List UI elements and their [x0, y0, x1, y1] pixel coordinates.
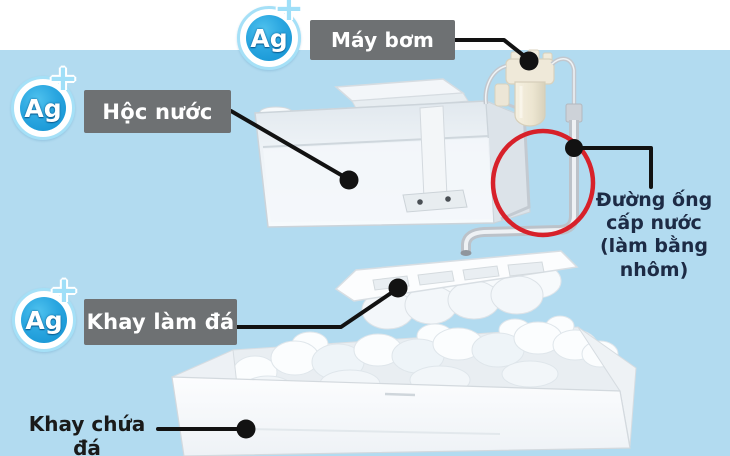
highlight-circle [490, 128, 596, 238]
ag-plus-badge-tank: Ag + [7, 61, 79, 144]
plus-icon: + [48, 270, 79, 311]
ag-plus-badge-pump: Ag + [233, 0, 305, 74]
pump-illustration [494, 49, 555, 127]
ag-badge-core: Ag [20, 85, 66, 131]
ice-bin-label: Khay chứa đá [28, 412, 146, 456]
water-tank-label-text: Hộc nước [102, 99, 213, 124]
pump-label-text: Máy bơm [330, 28, 435, 52]
ag-badge-core: Ag [246, 15, 292, 61]
pump-label: Máy bơm [310, 20, 455, 60]
ice-tray-illustration [334, 250, 579, 330]
ag-badge-core: Ag [21, 297, 67, 343]
plus-icon: + [47, 58, 78, 99]
pump-callout-line [453, 38, 530, 61]
water-tank-label: Hộc nước [84, 90, 231, 133]
ice-tray-label-text: Khay làm đá [86, 310, 235, 334]
pipe-callout-line [572, 146, 653, 189]
water-tank-illustration [254, 78, 531, 228]
ice-bin-illustration [171, 315, 637, 456]
water-pipe-label-line2: cấp nước [606, 212, 702, 235]
plus-icon: + [273, 0, 304, 29]
water-pipe-label-line3: (làm bằng nhôm) [600, 235, 708, 281]
ag-plus-badge-tray: Ag + [8, 273, 80, 356]
tray-callout-line [235, 287, 399, 329]
water-pipe-label-line1: Đường ống [595, 189, 713, 211]
tank-callout-line [229, 109, 350, 181]
water-pipe-label: Đường ống cấp nước (làm bằng nhôm) [578, 189, 730, 282]
ice-tray-label: Khay làm đá [84, 299, 237, 345]
callout-lines [156, 38, 653, 431]
callout-dots [236, 51, 583, 439]
